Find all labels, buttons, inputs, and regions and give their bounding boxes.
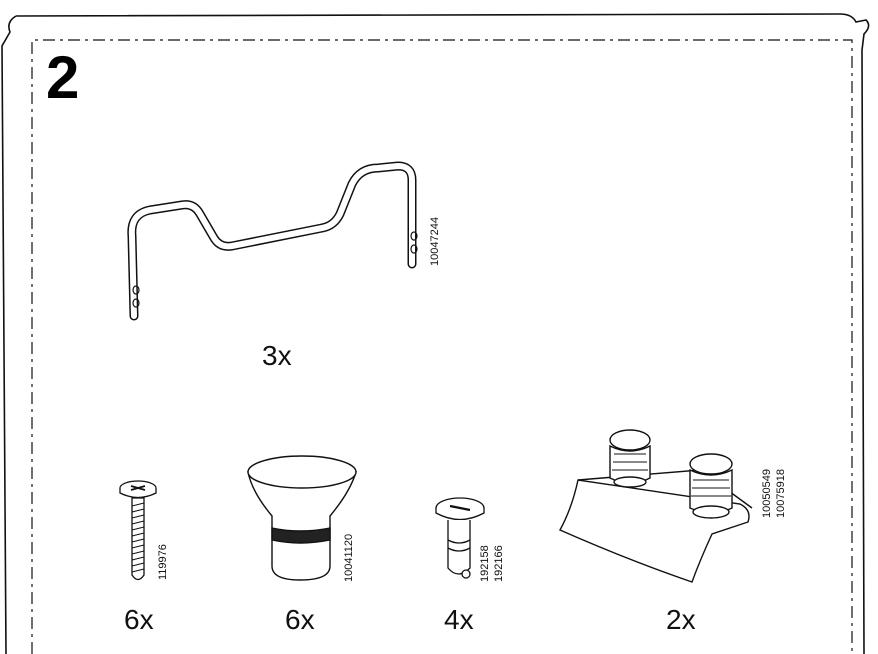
connector-quantity: 2x — [666, 604, 696, 635]
foot-quantity: 6x — [285, 604, 315, 635]
foot-illustration — [247, 455, 357, 581]
bracket-quantity: 3x — [262, 340, 292, 371]
screw-illustration — [119, 480, 157, 581]
paper-border — [1, 13, 870, 654]
screw-quantity: 6x — [124, 604, 154, 635]
step-number: 2 — [46, 44, 80, 111]
connector-part-number-2: 10075918 — [775, 469, 787, 518]
cam-bolt-part-number-2: 192166 — [493, 545, 505, 582]
screw-part-number: 119976 — [157, 544, 169, 580]
cam-bolt-illustration — [435, 497, 485, 579]
connector-insert-right — [689, 453, 733, 519]
connector-illustration — [559, 429, 753, 583]
connector-part-number-1: 10050549 — [761, 469, 773, 518]
bracket-part-number: 10047244 — [429, 217, 441, 266]
foot-part-number: 10041120 — [343, 533, 355, 582]
cam-bolt-part-number-1: 192158 — [479, 545, 491, 582]
connector-insert-left — [609, 429, 651, 488]
bracket-illustration — [127, 161, 418, 321]
dashed-cut-line — [31, 39, 853, 654]
cam-bolt-quantity: 4x — [444, 604, 474, 635]
